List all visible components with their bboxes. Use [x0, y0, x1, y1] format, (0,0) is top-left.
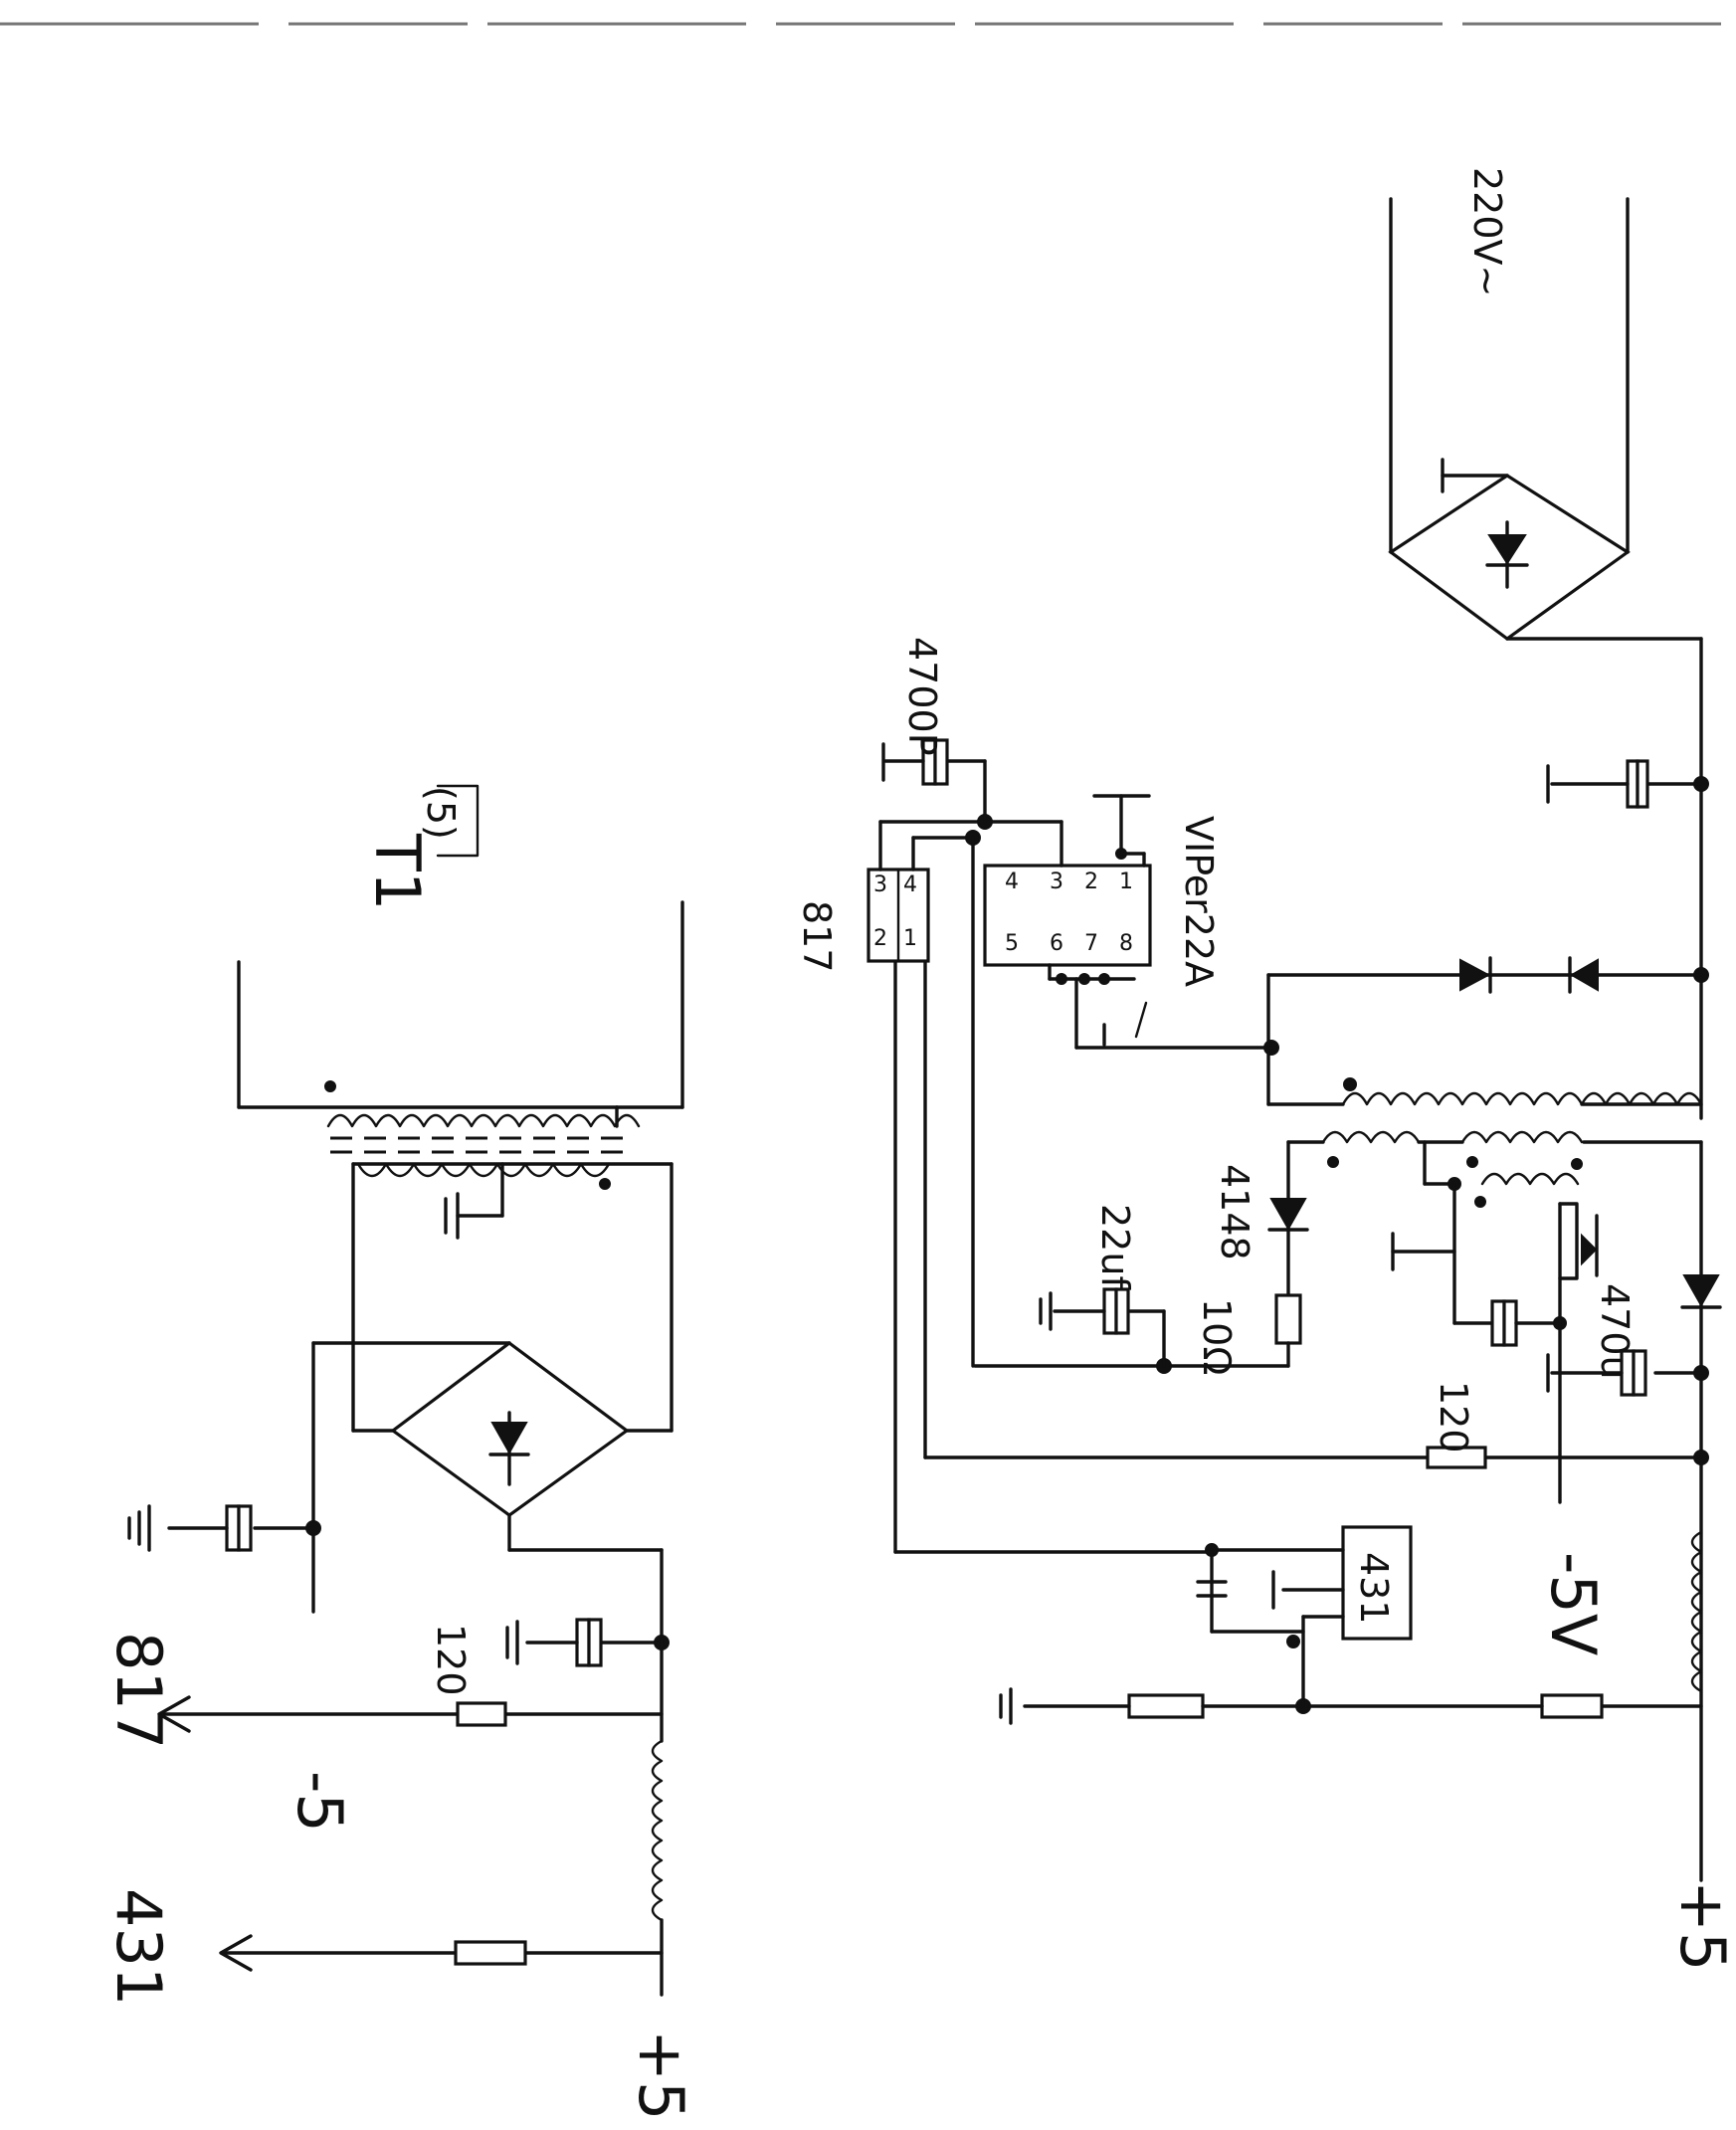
transformer-t1: T1 (5)	[237, 784, 684, 1240]
ic-pin-8: 8	[1119, 931, 1133, 956]
output-capacitor-left	[505, 1618, 670, 1667]
ref-431-label: 431	[1352, 1552, 1396, 1625]
resistor-120-left	[456, 1701, 507, 1727]
page-mark-label: (5)	[419, 786, 463, 840]
opto-pin-1: 1	[903, 926, 917, 951]
optocoupler-817: 3 4 2 1	[867, 868, 930, 963]
opto-pin-3: 3	[873, 872, 887, 897]
opto-pin-4: 4	[903, 872, 917, 897]
capacitor-470u	[1620, 1349, 1647, 1397]
opto-817-label: 817	[795, 900, 839, 973]
ic-pin-2: 2	[1084, 870, 1098, 894]
opto-pin-2: 2	[873, 926, 887, 951]
ic-pin-5: 5	[1005, 931, 1019, 956]
resistor-10-label: 10Ω	[1195, 1298, 1239, 1375]
ic-pin-7: 7	[1084, 931, 1098, 956]
bridge-rectifier-right	[1388, 458, 1631, 641]
transformer-label: T1	[361, 833, 434, 910]
bulk-capacitor-right	[1546, 759, 1709, 809]
snubber-diode-2	[1569, 958, 1599, 992]
resistor-120-label: 120	[1432, 1381, 1475, 1453]
resistor-left-431	[454, 1940, 527, 1966]
diode-4148-label: 4148	[1213, 1164, 1256, 1260]
ic-pin-3: 3	[1050, 870, 1063, 894]
capacitor-4700p-label: 4700P	[900, 637, 944, 756]
snubber-diode-1	[1459, 958, 1491, 992]
left-431-label: 431	[102, 1888, 175, 2006]
left-res-label: 120	[429, 1624, 473, 1696]
bridge-rectifier-left	[390, 1341, 630, 1517]
right-circuit: 220V~	[795, 167, 1736, 1971]
ic-pin-6: 6	[1050, 931, 1063, 956]
ic-viper22a-label: VIPer22A	[1177, 816, 1221, 987]
left-plus5-label: +5	[625, 2030, 697, 2120]
resistor-431-lower	[1127, 1693, 1205, 1719]
ic-pin-1: 1	[1119, 870, 1133, 894]
capacitor-minus5	[1490, 1299, 1518, 1347]
resistor-120-right	[1426, 1446, 1487, 1469]
capacitor-22uf	[1039, 1287, 1130, 1335]
resistor-10-ohm	[1274, 1293, 1302, 1345]
diode-4148	[1269, 1198, 1307, 1232]
resistor-431-upper	[1540, 1693, 1604, 1719]
capacitor-4700p	[921, 738, 949, 786]
shunt-regulator-431: 431	[1341, 1525, 1413, 1641]
left-minus5-label: -5	[284, 1771, 356, 1833]
transformer-right	[1266, 1077, 1703, 1208]
input-capacitor-left	[127, 1504, 321, 1552]
ic-viper22a: 4 3 2 1 5 6 7 8	[983, 864, 1152, 967]
diode-minus5	[1581, 1233, 1598, 1266]
minus5v-label: -5V	[1537, 1552, 1610, 1655]
capacitor-22uf-label: 22uf	[1093, 1204, 1137, 1290]
right-plus5-label: +5	[1666, 1880, 1736, 1971]
left-circuit: T1 (5)	[102, 784, 697, 2120]
ic-pin-4: 4	[1005, 870, 1019, 894]
left-817-label: 817	[102, 1632, 175, 1749]
diode-plus5	[1682, 1274, 1720, 1308]
ac-input-label: 220V~	[1465, 167, 1509, 296]
